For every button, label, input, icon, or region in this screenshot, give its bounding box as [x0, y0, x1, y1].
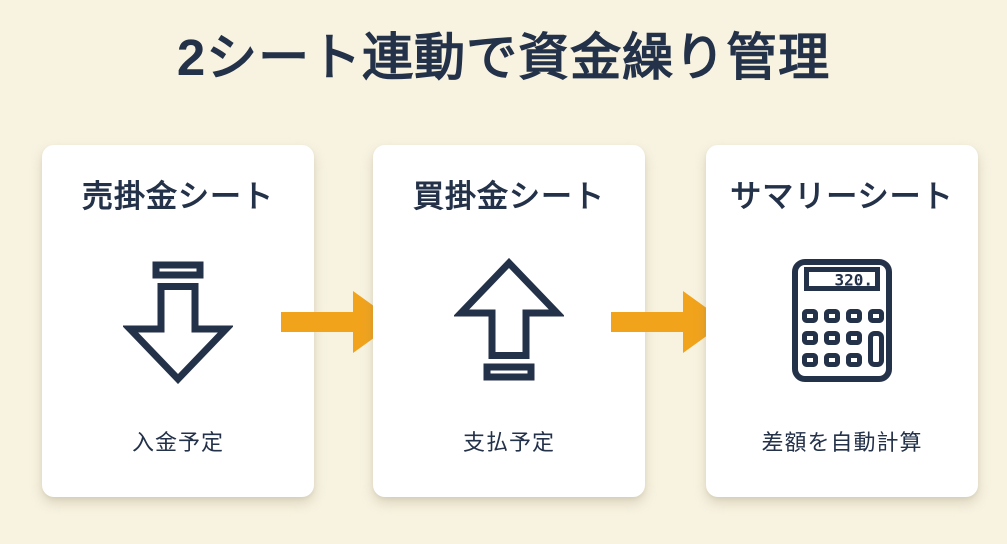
card-caption: 差額を自動計算	[761, 430, 923, 455]
arrow-up-outline-icon	[373, 216, 645, 425]
calculator-display-value: 320.	[834, 270, 873, 289]
card-heading: 買掛金シート	[413, 179, 605, 214]
card-heading: サマリーシート	[730, 179, 954, 214]
card-caption: 入金予定	[131, 430, 224, 455]
card-accounts-payable-sheet: 買掛金シート 支払予定	[373, 145, 645, 497]
card-summary-sheet: サマリーシート 320.	[706, 145, 978, 497]
arrow-right-icon	[281, 291, 396, 353]
arrow-right-icon	[611, 291, 726, 353]
card-heading: 売掛金シート	[82, 179, 274, 214]
card-caption: 支払予定	[462, 430, 555, 455]
page-title: 2シート連動で資金繰り管理	[176, 29, 831, 86]
card-accounts-receivable-sheet: 売掛金シート 入金予定	[42, 145, 314, 497]
arrow-down-outline-icon	[42, 216, 314, 425]
calculator-icon: 320.	[706, 216, 978, 425]
